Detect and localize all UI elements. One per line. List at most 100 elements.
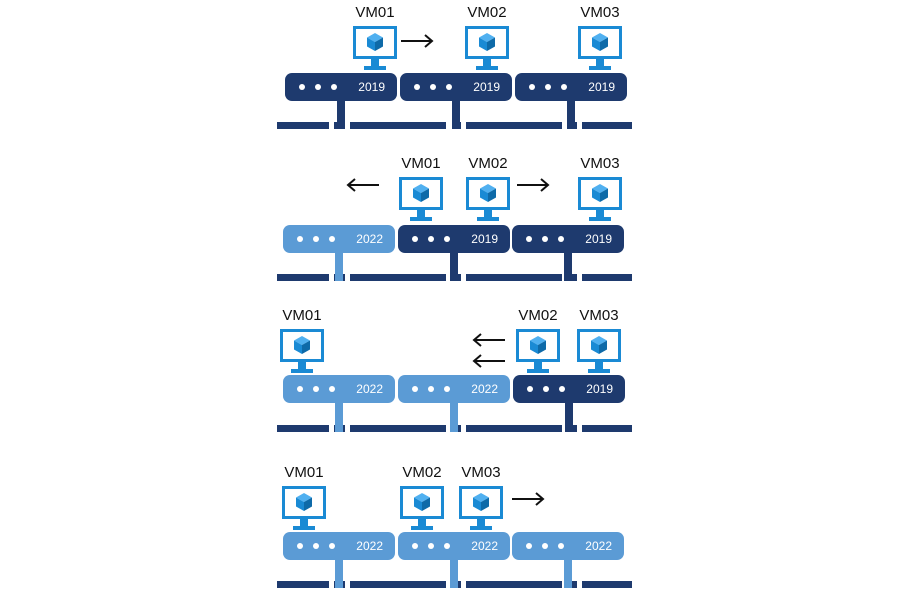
- status-dot: [561, 84, 567, 90]
- status-dot: [315, 84, 321, 90]
- server-os-version: 2022: [356, 539, 383, 553]
- server-network-link: [450, 558, 458, 588]
- server-os-version: 2022: [585, 539, 612, 553]
- host-server: 2019: [513, 375, 625, 403]
- virtual-machine-icon: [400, 486, 444, 530]
- vm-name-label: VM01: [282, 307, 322, 324]
- vm-name-label: VM03: [579, 307, 619, 324]
- status-dot: [428, 386, 434, 392]
- virtual-machine-icon: [516, 329, 560, 373]
- server-os-version: 2019: [473, 80, 500, 94]
- status-dot: [558, 236, 564, 242]
- vm-name-label: VM01: [355, 4, 395, 21]
- status-dot: [412, 543, 418, 549]
- status-dot: [526, 543, 532, 549]
- network-bus-segment: [350, 425, 446, 432]
- status-dot: [313, 236, 319, 242]
- server-network-link: [450, 401, 458, 432]
- host-server: 2019: [285, 73, 397, 101]
- virtual-machine-icon: [466, 177, 510, 221]
- network-bus-segment: [582, 581, 632, 588]
- status-dot: [412, 386, 418, 392]
- arrow-left-icon: [472, 333, 505, 347]
- status-dot: [297, 236, 303, 242]
- status-dot: [527, 386, 533, 392]
- status-dot: [428, 543, 434, 549]
- virtual-machine-icon: [280, 329, 324, 373]
- network-bus-segment: [582, 425, 632, 432]
- status-dot: [428, 236, 434, 242]
- server-network-link: [452, 99, 460, 129]
- server-network-link: [567, 99, 575, 129]
- network-bus-segment: [350, 274, 446, 281]
- network-bus-segment: [277, 581, 329, 588]
- virtual-machine-icon: [465, 26, 509, 70]
- server-network-link: [450, 251, 458, 281]
- host-server: 2022: [512, 532, 624, 560]
- status-dot: [543, 386, 549, 392]
- arrow-left-icon: [472, 354, 505, 368]
- status-dot: [559, 386, 565, 392]
- server-network-link: [335, 251, 343, 281]
- server-os-version: 2019: [471, 232, 498, 246]
- network-bus-segment: [466, 274, 562, 281]
- server-os-version: 2022: [471, 382, 498, 396]
- status-dot: [329, 386, 335, 392]
- vm-name-label: VM03: [580, 4, 620, 21]
- virtual-machine-icon: [399, 177, 443, 221]
- vm-name-label: VM02: [518, 307, 558, 324]
- network-bus-segment: [277, 425, 329, 432]
- server-os-version: 2019: [585, 232, 612, 246]
- status-dot: [297, 543, 303, 549]
- virtual-machine-icon: [282, 486, 326, 530]
- virtual-machine-icon: [578, 177, 622, 221]
- vm-name-label: VM02: [467, 4, 507, 21]
- virtual-machine-icon: [577, 329, 621, 373]
- network-bus-segment: [568, 274, 577, 281]
- server-os-version: 2022: [471, 539, 498, 553]
- arrow-right-icon: [401, 34, 434, 48]
- host-server: 2022: [398, 375, 510, 403]
- status-dot: [526, 236, 532, 242]
- host-server: 2019: [398, 225, 510, 253]
- vm-name-label: VM03: [580, 155, 620, 172]
- server-os-version: 2019: [588, 80, 615, 94]
- status-dot: [313, 386, 319, 392]
- host-server: 2022: [283, 225, 395, 253]
- virtual-machine-icon: [578, 26, 622, 70]
- status-dot: [430, 84, 436, 90]
- network-bus-segment: [568, 581, 577, 588]
- status-dot: [297, 386, 303, 392]
- status-dot: [313, 543, 319, 549]
- status-dot: [545, 84, 551, 90]
- server-network-link: [564, 558, 572, 588]
- host-server: 2022: [398, 532, 510, 560]
- server-network-link: [564, 251, 572, 281]
- vm-name-label: VM02: [468, 155, 508, 172]
- status-dot: [529, 84, 535, 90]
- virtual-machine-icon: [353, 26, 397, 70]
- arrow-right-icon: [512, 492, 545, 506]
- status-dot: [542, 543, 548, 549]
- status-dot: [299, 84, 305, 90]
- status-dot: [414, 84, 420, 90]
- network-bus-segment: [277, 274, 329, 281]
- virtual-machine-icon: [459, 486, 503, 530]
- status-dot: [331, 84, 337, 90]
- status-dot: [329, 543, 335, 549]
- arrow-right-icon: [517, 178, 550, 192]
- network-bus-segment: [350, 122, 446, 129]
- host-server: 2022: [283, 532, 395, 560]
- status-dot: [542, 236, 548, 242]
- status-dot: [444, 236, 450, 242]
- host-server: 2019: [512, 225, 624, 253]
- network-bus-segment: [582, 274, 632, 281]
- host-server: 2019: [515, 73, 627, 101]
- network-bus-segment: [350, 581, 446, 588]
- server-os-version: 2019: [358, 80, 385, 94]
- server-network-link: [337, 99, 345, 129]
- host-server: 2019: [400, 73, 512, 101]
- vm-name-label: VM02: [402, 464, 442, 481]
- network-bus-segment: [466, 581, 562, 588]
- server-network-link: [335, 401, 343, 432]
